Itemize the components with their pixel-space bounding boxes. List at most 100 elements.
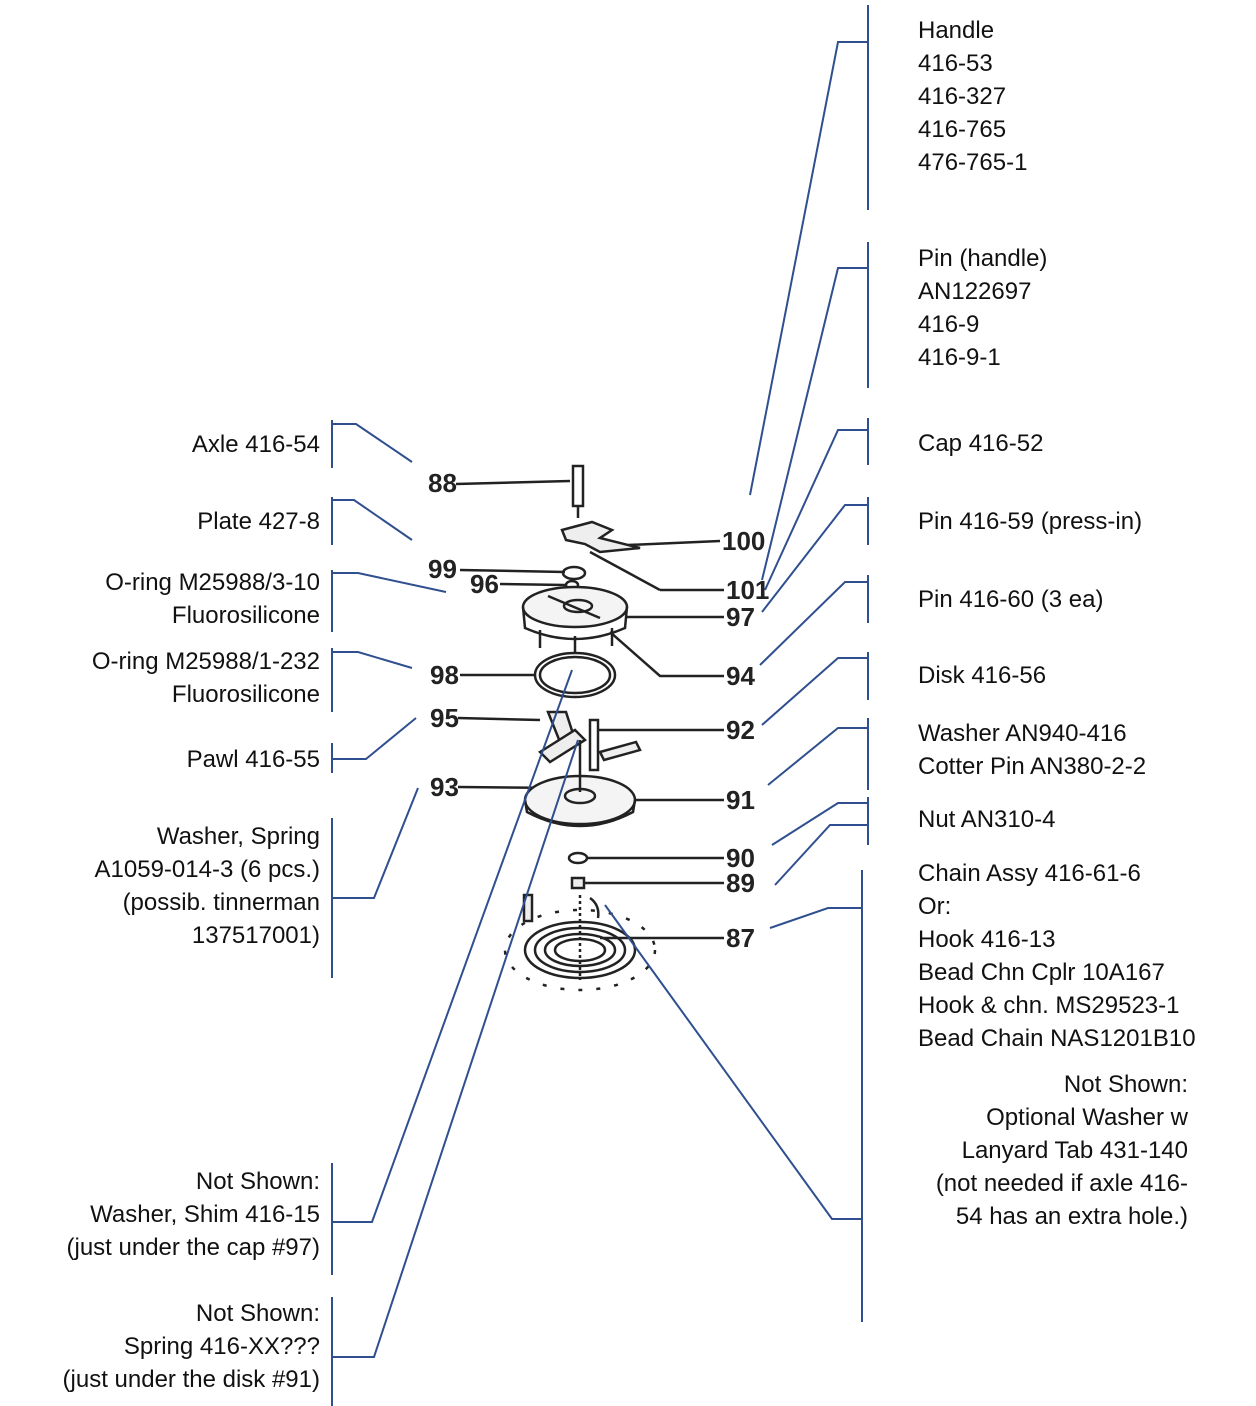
callout-98: 98: [430, 660, 459, 690]
handle-pin-part-101: [589, 550, 661, 592]
callout-99: 99: [428, 554, 457, 584]
label-cap-line: Cap 416-52: [918, 430, 1044, 457]
label-handle-line: 416-53: [918, 50, 993, 77]
handle-part-100: [560, 520, 721, 554]
leader-chain: [769, 907, 862, 929]
leader-shim: [332, 669, 573, 1223]
label-chain-line: Hook & chn. MS29523-1: [918, 992, 1180, 1019]
label-pin-handle-line: 416-9: [918, 311, 980, 338]
label-oring2-line: Fluorosilicone: [171, 681, 320, 708]
leader-pin-press: [761, 504, 868, 613]
label-pin-press: Pin 416-59 (press-in): [918, 505, 1142, 538]
label-pin-press-line: Pin 416-59 (press-in): [918, 508, 1143, 535]
label-axle: Axle 416-54: [192, 428, 320, 461]
label-nut: Nut AN310-4: [918, 803, 1055, 836]
label-handle-line: 476-765-1: [918, 149, 1028, 176]
chain-assembly-part-87: [503, 893, 724, 992]
callout-87: 87: [726, 923, 755, 953]
leader-disk: [761, 657, 868, 726]
leader-handle: [749, 41, 868, 496]
callout-90: 90: [726, 843, 755, 873]
label-not-shown-spring-line: Spring 416-XX???: [123, 1333, 320, 1360]
label-pin-3ea-line: Pin 416-60 (3 ea): [918, 586, 1104, 613]
callout-91: 91: [726, 785, 755, 815]
callout-numbers: 88 99 96 98 95 93 100 101 97 94 92 91 90…: [428, 468, 769, 953]
label-not-shown-shim-line: Not Shown:: [195, 1168, 320, 1195]
label-chain-line: Chain Assy 416-61-6: [918, 860, 1141, 887]
leader-plate: [332, 499, 413, 541]
leader-washer-cotter: [767, 727, 868, 786]
nut-part-89: [570, 876, 724, 890]
label-disk-line: Disk 416-56: [918, 662, 1047, 689]
label-not-shown-shim-line: (just under the cap #97): [66, 1234, 321, 1261]
leader-nut: [771, 802, 868, 846]
label-pin-handle-line: AN122697: [918, 278, 1032, 305]
leader-lanyard: [604, 904, 862, 1220]
callout-95: 95: [430, 703, 459, 733]
label-pin-3ea: Pin 416-60 (3 ea): [918, 583, 1103, 616]
callout-88: 88: [428, 468, 457, 498]
label-not-shown-lanyard-line: 54 has an extra hole.): [955, 1203, 1188, 1230]
label-washer-spring-line: Washer, Spring: [156, 823, 320, 850]
plate-part-99: [459, 565, 587, 581]
callout-92: 92: [726, 715, 755, 745]
leader-oring2: [332, 651, 413, 669]
leader-spring: [332, 739, 579, 1358]
callout-89: 89: [726, 868, 755, 898]
label-chain-line: Or:: [918, 893, 952, 920]
label-not-shown-lanyard-line: Not Shown:: [1063, 1071, 1188, 1098]
exploded-assembly-drawing: [455, 464, 724, 992]
label-not-shown-lanyard: Not Shown: Optional Washer w Lanyard Tab 4…: [868, 1068, 1188, 1233]
label-oring2-line: O-ring M25988/1-232: [91, 648, 320, 675]
leader-axle: [332, 423, 413, 463]
callout-96: 96: [470, 569, 499, 599]
leader-nut-2: [774, 824, 868, 886]
pin-part-92: [588, 718, 724, 772]
label-handle: Handle 416-53 416-327 416-765 476-765-1: [918, 14, 1027, 179]
label-nut-line: Nut AN310-4: [918, 806, 1056, 833]
label-not-shown-shim: Not Shown: Washer, Shim 416-15 (just under…: [67, 1165, 321, 1264]
leader-cap: [764, 429, 868, 591]
label-chain-line: Bead Chain NAS1201B10: [918, 1025, 1196, 1052]
label-washer-spring-line: A1059-014-3 (6 pcs.): [94, 856, 320, 883]
label-oring1-line: O-ring M25988/3-10: [105, 569, 320, 596]
label-oring1-line: Fluorosilicone: [171, 602, 320, 629]
leader-pin-3ea: [759, 581, 868, 666]
label-cap: Cap 416-52: [918, 427, 1043, 460]
label-plate: Plate 427-8: [197, 505, 320, 538]
label-not-shown-lanyard-line: Optional Washer w: [986, 1104, 1188, 1131]
leader-pin-handle: [761, 267, 868, 581]
label-pin-handle-line: Pin (handle): [918, 245, 1048, 272]
leader-lines: [331, 5, 869, 1406]
leader-washer-spring: [332, 787, 419, 899]
label-disk: Disk 416-56: [918, 659, 1046, 692]
label-not-shown-lanyard-line: (not needed if axle 416-: [935, 1170, 1188, 1197]
callout-100: 100: [722, 526, 765, 556]
cap-part-97: [521, 585, 724, 654]
label-pin-handle: Pin (handle) AN122697 416-9 416-9-1: [918, 242, 1047, 374]
label-handle-line: 416-765: [918, 116, 1007, 143]
label-pin-handle-line: 416-9-1: [918, 344, 1001, 371]
pawl-part-95: [457, 710, 587, 764]
label-not-shown-lanyard-line: Lanyard Tab 431-140: [961, 1137, 1188, 1164]
label-axle-line: Axle 416-54: [191, 431, 320, 458]
label-washer-cotter-line: Washer AN940-416: [918, 720, 1127, 747]
label-pawl-line: Pawl 416-55: [186, 746, 320, 773]
axle-part-88: [455, 464, 585, 518]
label-handle-line: 416-327: [918, 83, 1007, 110]
label-washer-spring-line: 137517001): [191, 922, 320, 949]
callout-97: 97: [726, 602, 755, 632]
label-chain-line: Bead Chn Cplr 10A167: [918, 959, 1165, 986]
leader-oring1: [332, 572, 447, 593]
callout-93: 93: [430, 772, 459, 802]
label-handle-line: Handle: [918, 17, 995, 44]
label-not-shown-shim-line: Washer, Shim 416-15: [90, 1201, 320, 1228]
label-chain-line: Hook 416-13: [918, 926, 1056, 953]
label-not-shown-spring-line: (just under the disk #91): [62, 1366, 320, 1393]
